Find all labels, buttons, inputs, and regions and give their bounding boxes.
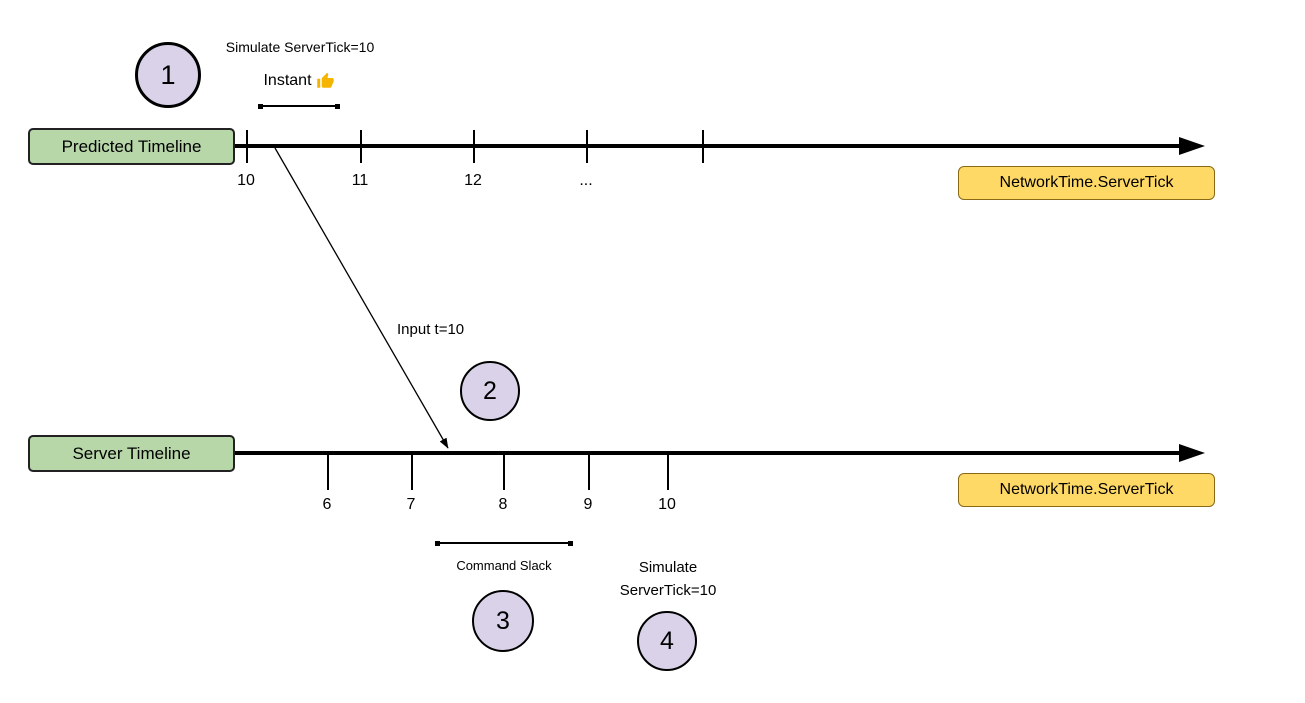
step1-subtitle: Instant <box>263 72 334 90</box>
instant-measure-line <box>258 103 340 109</box>
tick-mark <box>246 130 248 163</box>
server-timeline-arrowhead-icon <box>1179 444 1205 462</box>
predicted-axis-name-box: NetworkTime.ServerTick <box>958 166 1215 200</box>
server-timeline-axis <box>235 451 1179 455</box>
measure-endpoint <box>258 103 263 109</box>
server-timeline-label-text: Server Timeline <box>72 443 191 463</box>
command-slack-label: Command Slack <box>456 558 552 573</box>
step-circle-3: 3 <box>472 590 534 652</box>
step4-label: Simulate ServerTick=10 <box>620 556 717 602</box>
predicted-axis-name-text: NetworkTime.ServerTick <box>999 174 1174 191</box>
tick-label: 8 <box>498 496 508 513</box>
step4-label-line1: Simulate <box>638 559 698 576</box>
server-timeline-label: Server Timeline <box>28 435 235 472</box>
step-circle-2: 2 <box>460 361 520 421</box>
step-number: 3 <box>496 606 510 635</box>
tick-label: 9 <box>583 496 593 513</box>
predicted-timeline-arrowhead-icon <box>1179 137 1205 155</box>
tick-mark <box>411 453 413 490</box>
command-slack-measure-line <box>435 540 573 546</box>
tick-mark <box>327 453 329 490</box>
tick-mark <box>667 453 669 490</box>
step1-title: Simulate ServerTick=10 <box>225 39 375 55</box>
tick-mark <box>702 130 704 163</box>
predicted-timeline-axis <box>235 144 1179 148</box>
server-axis-name-text: NetworkTime.ServerTick <box>999 481 1174 498</box>
tick-label: 10 <box>658 496 676 513</box>
step-number: 4 <box>660 626 674 655</box>
step-number: 2 <box>483 376 497 405</box>
measure-endpoint <box>335 103 340 109</box>
tick-label: 11 <box>351 172 369 189</box>
predicted-timeline-label-text: Predicted Timeline <box>61 136 202 156</box>
input-label: Input t=10 <box>397 321 465 338</box>
measure-endpoint <box>435 540 440 546</box>
tick-mark <box>586 130 588 163</box>
step-circle-4: 4 <box>637 611 697 671</box>
tick-label: 7 <box>406 496 416 513</box>
tick-mark <box>588 453 590 490</box>
step4-label-line2: ServerTick=10 <box>619 582 717 599</box>
predicted-timeline-label: Predicted Timeline <box>28 128 235 165</box>
step1-subtitle-text: Instant <box>263 72 312 89</box>
tick-mark <box>473 130 475 163</box>
server-axis-name-box: NetworkTime.ServerTick <box>958 473 1215 507</box>
tick-label: 10 <box>237 172 255 189</box>
tick-mark <box>503 453 505 490</box>
tick-label: ... <box>579 172 593 189</box>
step-number: 1 <box>160 59 176 90</box>
thumbs-up-icon <box>317 72 334 88</box>
tick-label: 6 <box>322 496 332 513</box>
step-circle-1: 1 <box>135 42 201 108</box>
tick-mark <box>360 130 362 163</box>
tick-label: 12 <box>464 172 482 189</box>
measure-endpoint <box>568 540 573 546</box>
